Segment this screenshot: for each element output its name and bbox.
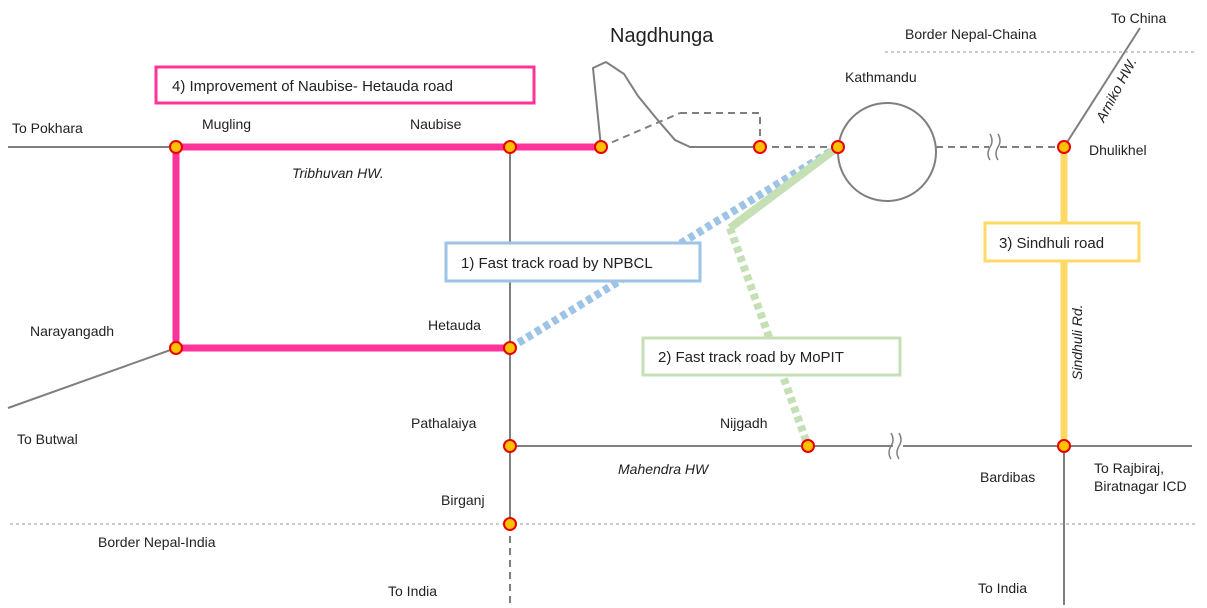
- label-sindhuli-rd: Sindhuli Rd.: [1069, 305, 1085, 381]
- label-dhulikhel: Dhulikhel: [1089, 142, 1147, 158]
- callout-naubise-hetauda-box: [154, 65, 536, 105]
- label-bardibas: Bardibas: [980, 469, 1035, 485]
- map-title: Nagdhunga: [610, 25, 714, 47]
- callout-npbcl: 1) Fast track road by NPBCL: [444, 241, 702, 283]
- callout-npbcl-box: [444, 241, 702, 283]
- node-dhulikhel: [1057, 140, 1071, 154]
- callout-naubise-hetauda-text: 4) Improvement of Naubise- Hetauda road: [172, 78, 453, 95]
- project-mopit-solid: [727, 143, 841, 232]
- road-arniko-hw: [1063, 27, 1141, 148]
- callout-mopit-box: [641, 336, 902, 377]
- callout-sindhuli-box: [983, 221, 1141, 263]
- label-biratnagar-icd: Biratnagar ICD: [1094, 478, 1187, 494]
- label-mahendra-hw: Mahendra HW: [618, 461, 710, 477]
- label-pathalaiya: Pathalaiya: [411, 415, 477, 431]
- nagdhunga-tunnel-loop: [591, 60, 760, 148]
- project-naubise-hetauda-road: [172, 143, 601, 352]
- nagdhunga-tunnel-road: [600, 112, 681, 148]
- label-narayangadh: Narayangadh: [30, 323, 114, 339]
- callout-mopit-text: 2) Fast track road by MoPIT: [658, 349, 844, 366]
- callout-sindhuli-text: 3) Sindhuli road: [999, 235, 1104, 252]
- label-to-butwal: To Butwal: [17, 431, 78, 447]
- label-border-china: Border Nepal-Chaina: [905, 26, 1037, 42]
- tunnel-connector: [680, 112, 761, 147]
- grey-dashed-roads: [509, 112, 1064, 605]
- node-naubise: [503, 140, 517, 154]
- label-tribhuvan-hw: Tribhuvan HW.: [292, 165, 384, 181]
- nodes: [169, 140, 1071, 531]
- node-bardibas: [1057, 439, 1071, 453]
- node-hetauda: [503, 341, 517, 355]
- label-to-india-bardibas: To India: [978, 580, 1027, 596]
- break-symbol-mahendra: [888, 432, 902, 460]
- callout-npbcl-text: 1) Fast track road by NPBCL: [461, 255, 653, 272]
- node-tunnel-exit: [753, 140, 767, 154]
- node-mugling: [169, 140, 183, 154]
- node-nagdhunga: [594, 140, 608, 154]
- label-to-rajbiraj: To Rajbiraj,: [1094, 460, 1164, 476]
- node-kathmandu: [831, 140, 845, 154]
- label-to-india-birganj: To India: [388, 583, 437, 599]
- callout-mopit: 2) Fast track road by MoPIT: [641, 336, 902, 377]
- road-to-butwal: [7, 347, 177, 409]
- node-birganj: [503, 517, 517, 531]
- label-nijgadh: Nijgadh: [720, 415, 767, 431]
- callout-sindhuli: 3) Sindhuli road: [983, 221, 1141, 263]
- node-pathalaiya: [503, 439, 517, 453]
- kathmandu-ring: [837, 102, 937, 202]
- node-nijgadh: [801, 439, 815, 453]
- node-narayangadh: [169, 341, 183, 355]
- label-to-china: To China: [1111, 10, 1166, 26]
- label-hetauda: Hetauda: [428, 317, 481, 333]
- label-to-pokhara: To Pokhara: [12, 120, 83, 136]
- label-birganj: Birganj: [441, 492, 485, 508]
- label-mugling: Mugling: [202, 116, 251, 132]
- break-symbol-kathmandu: [987, 133, 1001, 161]
- label-kathmandu: Kathmandu: [845, 69, 917, 85]
- label-border-india: Border Nepal-India: [98, 534, 216, 550]
- label-naubise: Naubise: [410, 116, 462, 132]
- callout-naubise-hetauda: 4) Improvement of Naubise- Hetauda road: [154, 65, 536, 105]
- grey-roads: [7, 27, 1192, 605]
